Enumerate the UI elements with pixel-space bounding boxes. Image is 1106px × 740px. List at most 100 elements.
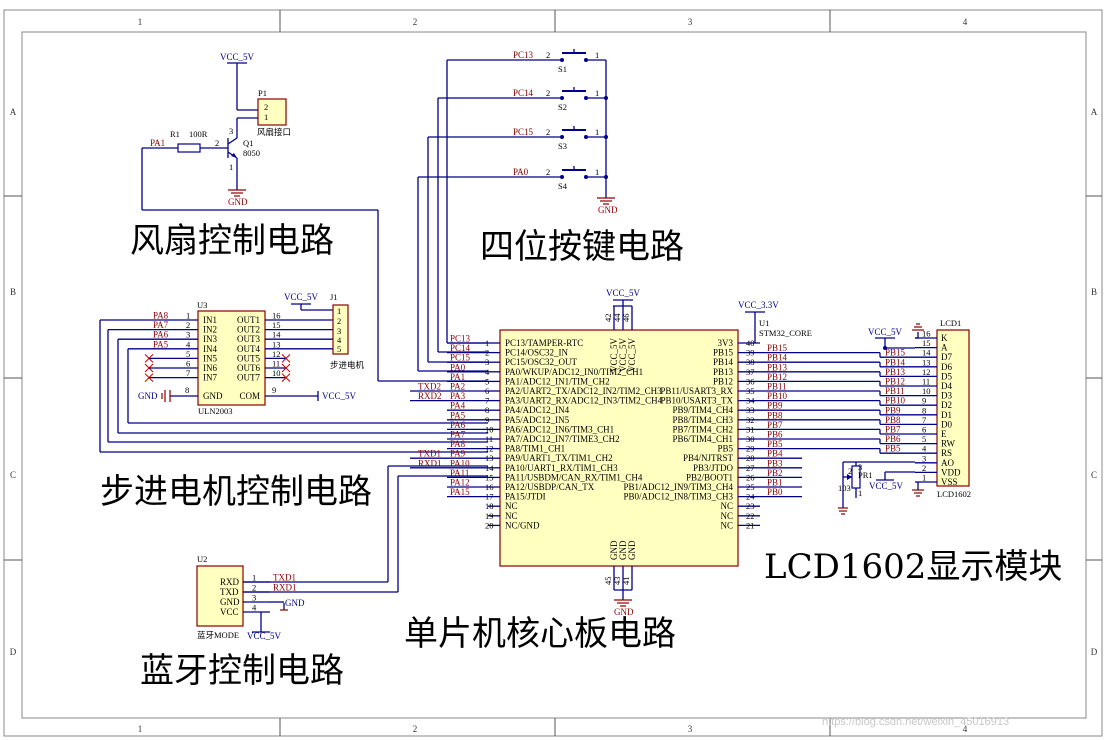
- mcu-right-net-label: PB3: [767, 458, 783, 468]
- sheet-border: 1 2 3 4 1 2 3 4 A B C D A B C D: [3, 9, 1103, 737]
- stepper-connector-j1: VCC_5V J1 1 2 3 4 5 步进电机: [284, 292, 365, 370]
- mcu-left-pin-name: PA11/USBDM/CAN_RX/TIM1_CH4: [505, 472, 643, 482]
- grid-row-a-right: A: [1091, 107, 1098, 117]
- lcd-pin-num: 9: [922, 396, 926, 406]
- uln-right-pin-num: 16: [272, 311, 281, 321]
- uln-right-pin-name: OUT4: [237, 344, 260, 354]
- mcu-bottom-name-3: GND: [627, 540, 637, 560]
- lcd-pin-num: 15: [922, 338, 931, 348]
- mcu-left-net-label: PA8: [450, 439, 466, 449]
- lcd-net-label: PB14: [885, 357, 906, 367]
- title-lcd-module: LCD1602显示模块: [764, 547, 1062, 587]
- lcd-pin-name: VDD: [941, 467, 961, 477]
- mcu-right-net-label: PB8: [767, 410, 783, 420]
- mcu-top-pin-44: 44: [612, 313, 622, 322]
- uln-right-pin-name: OUT1: [237, 315, 260, 325]
- fan-vcc-label: VCC_5V: [220, 52, 255, 62]
- mcu-right-net-label: PB15: [767, 343, 788, 353]
- mcu-right-pin-num: 23: [746, 501, 755, 511]
- uln-left-pin-num: 7: [186, 368, 190, 378]
- lcd-net-label: PB6: [885, 434, 901, 444]
- mcu-left-pin-name: PC15/OSC32_OUT: [505, 357, 578, 367]
- mcu-left-pin-num: 13: [485, 453, 494, 463]
- mcu-left-net-label: PA10: [450, 458, 470, 468]
- q1-pin2: 2: [215, 138, 219, 148]
- j1-pin4: 4: [337, 335, 342, 345]
- s4-pin1: 1: [595, 167, 599, 177]
- mcu-bottom-pin-45: 45: [603, 577, 613, 586]
- mcu-right-pin-name: PB5: [717, 444, 733, 454]
- mcu-left-net-label: PC13: [450, 334, 471, 344]
- pr1-pin1: 1: [858, 488, 862, 498]
- mcu-left-pin-name: PA7/ADC12_IN7/TIME3_CH2: [505, 434, 620, 444]
- mcu-left-net-label: PA9: [450, 449, 466, 459]
- grid-row-b: B: [10, 287, 16, 297]
- mcu-right-net-label: PB6: [767, 430, 783, 440]
- pr1-pin2: 2: [848, 466, 852, 476]
- lcd-pin-name: D4: [941, 381, 952, 391]
- mcu-right-pin-num: 22: [746, 511, 755, 521]
- mcu-left-pin-num: 15: [485, 472, 494, 482]
- mcu-left-pin-name: PA3/UART2_RX/ADC12_IN3/TIM2_CH4: [505, 396, 663, 406]
- mcu-right-net-label: PB12: [767, 372, 787, 382]
- grid-row-c-right: C: [1091, 470, 1097, 480]
- lcd-pin-num: 5: [922, 434, 926, 444]
- lcd-pin-name: RS: [941, 448, 952, 458]
- lcd-pin-name: D0: [941, 419, 952, 429]
- lcd-pin-num: 2: [922, 463, 926, 473]
- q1-value: 8050: [243, 148, 260, 158]
- mcu-right-pin-num: 27: [746, 463, 755, 473]
- mcu-right-pin-num: 36: [746, 376, 755, 386]
- grid-col-4-bottom: 4: [963, 724, 968, 734]
- bt-pin-num: 4: [252, 603, 257, 613]
- q1-pin3: 3: [229, 126, 233, 136]
- mcu-left-pin-name: PA9/UART1_TX/TIM1_CH2: [505, 453, 613, 463]
- mcu-right-pin-num: 37: [746, 367, 755, 377]
- mcu-right-net-label: PB2: [767, 468, 783, 478]
- uln-left-pin-num: 5: [186, 349, 190, 359]
- btn-net-pc13: PC13: [513, 50, 534, 60]
- mcu-right-pin-name: PB2/BOOT1: [686, 472, 733, 482]
- r1-ref: R1: [170, 129, 180, 139]
- bt-body: [196, 565, 244, 627]
- uln-com-num: 9: [272, 385, 276, 395]
- mcu-left-pin-name: PA8/TIM1_CH1: [505, 444, 565, 454]
- mcu-right-pin-name: PB12: [713, 376, 733, 386]
- mcu-left-pin-name: NC/GND: [505, 520, 540, 530]
- mcu-left-pin-num: 18: [485, 501, 494, 511]
- mcu-left-pin-name: NC: [505, 501, 518, 511]
- j1-vcc-label: VCC_5V: [284, 292, 319, 302]
- j1-body: [332, 304, 349, 355]
- grid-row-b-right: B: [1091, 287, 1097, 297]
- lcd-pin-name: AO: [941, 458, 954, 468]
- grid-col-3: 3: [688, 17, 693, 27]
- mcu-right-pin-name: PB1/ADC12_IN9/TIM3_CH4: [623, 482, 733, 492]
- u3-ref: U3: [197, 300, 207, 310]
- lcd-pin-num: 10: [922, 386, 931, 396]
- lcd-net-label: PB13: [885, 367, 906, 377]
- mcu-left-pin-name: PA6/ADC12_IN6/TIM3_CH1: [505, 424, 614, 434]
- r1-resistor: [177, 143, 201, 153]
- lcd-pin-num: 11: [922, 377, 930, 387]
- mcu-left-pin-name: PA0/WKUP/ADC12_IN0/TIM2_CH1: [505, 367, 643, 377]
- lcd-pin-num: 1: [922, 473, 926, 483]
- lcd-pin-name: D3: [941, 391, 952, 401]
- j1-ref: J1: [330, 292, 338, 302]
- lcd-pin-name: E: [941, 429, 947, 439]
- mcu-left-net-label: PA0: [450, 362, 466, 372]
- mcu-vcc5-label: VCC_5V: [606, 288, 641, 298]
- bt-pin-name: GND: [220, 597, 240, 607]
- mcu-right-pin-name: NC: [720, 520, 733, 530]
- uln-left-net-label: PA6: [153, 330, 169, 340]
- uln-left-pin-name: IN3: [203, 334, 217, 344]
- fan-circuit: VCC_5V P1 2 1 风扇接口 3 1 Q1 8050 GND 2 R1 …: [141, 52, 488, 382]
- lcd-pin-name: A: [941, 343, 948, 353]
- uln-right-pin-num: 11: [272, 359, 280, 369]
- s3-pin1: 1: [595, 127, 599, 137]
- lcd-pin-num: 6: [922, 425, 926, 435]
- s4-pin2: 2: [546, 167, 550, 177]
- grid-col-4: 4: [963, 17, 968, 27]
- mcu-left-net-label: PA11: [450, 468, 469, 478]
- uln-right-pin-name: OUT6: [237, 363, 260, 373]
